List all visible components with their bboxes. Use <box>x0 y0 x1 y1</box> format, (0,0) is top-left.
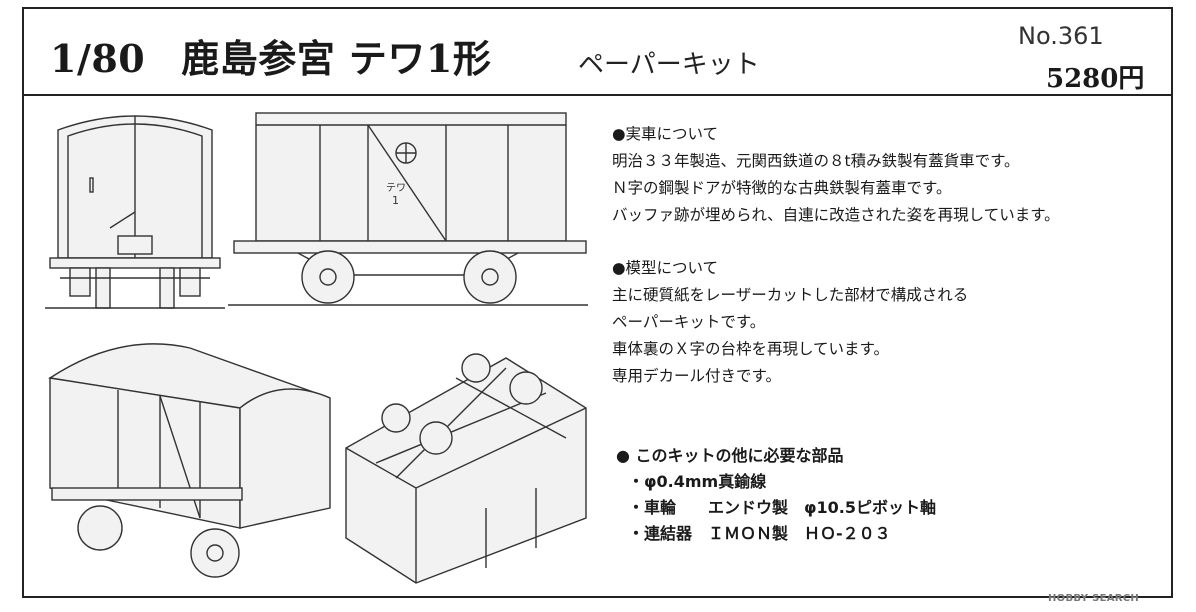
real-car-heading: ●実車について <box>612 125 719 143</box>
parts-heading: ● このキットの他に必要な部品 <box>616 446 844 465</box>
product-name: 鹿島参宮 テワ1形 <box>181 36 492 81</box>
hobby-search-watermark: HOBBY SEARCH <box>1048 593 1140 604</box>
parts-item: ・φ0.4mm真鍮線 <box>628 472 767 491</box>
real-car-line: Ｎ字の鋼製ドアが特徴的な古典鉄製有蓋車です。 <box>612 179 952 197</box>
catalog-number: No.361 <box>1018 22 1104 50</box>
product-subtitle: ペーパーキット <box>578 50 760 80</box>
model-line: 車体裏のＸ字の台枠を再現しています。 <box>612 340 889 358</box>
model-line: 専用デカール付きです。 <box>612 367 781 385</box>
scale-label: 1/80 <box>50 36 146 81</box>
price-label: 5280円 <box>1046 64 1145 94</box>
model-heading: ●模型について <box>612 259 719 277</box>
car-number-digit: 1 <box>392 194 399 207</box>
page-frame <box>22 7 1173 598</box>
header-divider <box>22 94 1173 96</box>
real-car-line: 明治３３年製造、元関西鉄道の８t積み鉄製有蓋貨車です。 <box>612 152 1020 170</box>
product-title: 1/80 鹿島参宮 テワ1形 <box>50 28 491 83</box>
side-view-drawing: テワ 1 <box>228 112 588 306</box>
real-car-line: バッファ跡が埋められ、自連に改造された姿を再現しています。 <box>612 206 1060 224</box>
parts-item: ・連結器 ＩＭＯＮ製 ＨＯ-２０３ <box>628 524 891 543</box>
parts-item: ・車輪 エンドウ製 φ10.5ピボット軸 <box>628 498 936 517</box>
end-view-drawing <box>45 115 225 309</box>
model-line: 主に硬質紙をレーザーカットした部材で構成される <box>612 286 969 304</box>
required-parts-block: ● このキットの他に必要な部品 ・φ0.4mm真鍮線 ・車輪 エンドウ製 φ10… <box>616 443 936 547</box>
description-block: ●実車について 明治３３年製造、元関西鉄道の８t積み鉄製有蓋貨車です。 Ｎ字の鋼… <box>612 121 1060 390</box>
model-line: ペーパーキットです。 <box>612 313 766 331</box>
underside-view-drawing <box>345 353 587 584</box>
car-number-label: テワ <box>386 183 406 194</box>
perspective-view-drawing <box>48 343 331 578</box>
